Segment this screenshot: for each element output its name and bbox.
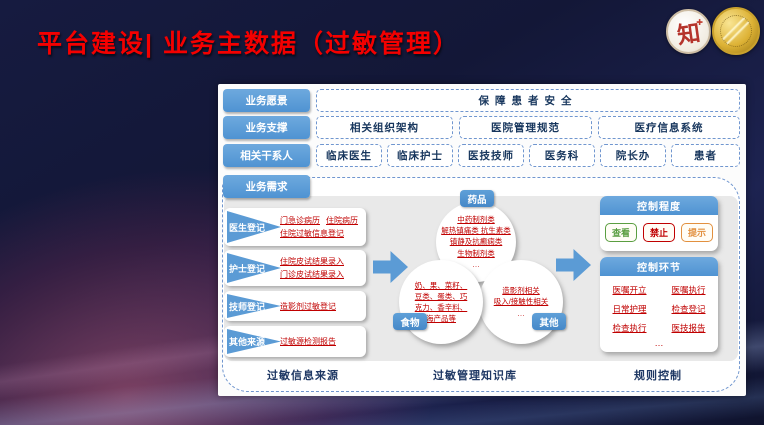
section-label-knowledge: 过敏管理知识库 — [433, 370, 517, 382]
knowledge-entry-more: … — [517, 308, 525, 318]
stakeholder-box-dean-office: 院长办 — [600, 144, 666, 167]
source-links: 造影剂过敏登记 — [280, 293, 364, 319]
control-degree-buttons: 查看 禁止 提示 — [600, 215, 718, 242]
source-item-technician: 技师登记 造影剂过敏登记 — [224, 291, 366, 321]
source-tag-doctor: 医生登记 — [227, 211, 281, 243]
source-link[interactable]: 门诊皮试结果录入 — [280, 270, 344, 279]
stakeholder-box-medical-affairs: 医务科 — [529, 144, 595, 167]
stage-link[interactable]: 医嘱执行 — [671, 285, 706, 295]
circle-tag-food: 食物 — [393, 313, 427, 330]
stage-link[interactable]: 检查执行 — [612, 323, 647, 333]
control-stage-box: 控制环节 医嘱开立 医嘱执行 日常护理 检查登记 检查执行 医技报告 … — [600, 257, 718, 352]
support-box-org: 相关组织架构 — [316, 116, 453, 139]
section-label-rules: 规则控制 — [634, 370, 682, 382]
control-degree-box: 控制程度 查看 禁止 提示 — [600, 196, 718, 251]
row-label-business-support: 业务支撑 — [223, 116, 310, 139]
hint-button[interactable]: 提示 — [681, 223, 714, 242]
source-link[interactable]: 过敏源检测报告 — [280, 337, 336, 346]
knowledge-circle-food: 奶、果、菜籽、 豆类、蛋类、巧 克力、香辛料、 海产品等 — [399, 260, 483, 344]
knowledge-entry[interactable]: 克力、香辛料、 — [414, 303, 468, 312]
knowledge-entry[interactable]: 镇静及抗癫痫类 — [449, 237, 503, 247]
circle-tag-other: 其他 — [532, 313, 566, 330]
gold-medal-logo — [712, 7, 760, 55]
knowledge-entry[interactable]: 造影剂相关 — [502, 286, 540, 296]
stakeholder-box-doctor: 临床医生 — [316, 144, 382, 167]
knowledge-entry[interactable]: 生物制剂类 — [457, 248, 495, 258]
knowledge-entry[interactable]: 奶、果、菜籽、 — [414, 280, 468, 290]
row-label-business-requirement: 业务需求 — [223, 175, 310, 198]
control-stage-links: 医嘱开立 医嘱执行 日常护理 检查登记 检查执行 医技报告 … — [600, 276, 718, 348]
source-item-doctor: 医生登记 门急诊病历 住院病历 住院过敏信息登记 — [224, 208, 366, 246]
knowledge-entry[interactable]: 吸入/接触性相关 — [493, 297, 549, 307]
source-item-nurse: 护士登记 住院皮试结果录入 门诊皮试结果录入 — [224, 250, 366, 286]
row-label-stakeholders: 相关干系人 — [223, 144, 310, 167]
forbid-button[interactable]: 禁止 — [642, 223, 675, 242]
source-links: 住院皮试结果录入 门诊皮试结果录入 — [280, 252, 364, 284]
stage-link[interactable]: 医技报告 — [671, 323, 706, 333]
source-links: 门急诊病历 住院病历 住院过敏信息登记 — [280, 210, 364, 244]
knowledge-entry-more: … — [472, 259, 480, 269]
stage-link[interactable]: 检查登记 — [671, 304, 706, 314]
stage-link[interactable]: 日常护理 — [612, 304, 647, 314]
hospital-seal-logo: 知 ✚ — [666, 9, 711, 54]
source-link[interactable]: 造影剂过敏登记 — [280, 301, 336, 311]
source-tag-technician: 技师登记 — [227, 294, 281, 318]
source-item-other: 其他来源 过敏源检测报告 — [224, 326, 366, 357]
knowledge-entry[interactable]: 中药制剂类 — [457, 214, 495, 224]
source-link[interactable]: 住院皮试结果录入 — [280, 257, 344, 266]
source-link[interactable]: 门急诊病历 — [280, 216, 320, 225]
source-links: 过敏源检测报告 — [280, 328, 364, 355]
content-panel: 业务愿景 保障患者安全 业务支撑 相关组织架构 医院管理规范 医疗信息系统 相关… — [218, 84, 746, 396]
control-stage-header: 控制环节 — [600, 257, 718, 276]
section-label-sources: 过敏信息来源 — [267, 370, 339, 382]
source-tag-other: 其他来源 — [227, 329, 281, 354]
stakeholder-box-nurse: 临床护士 — [387, 144, 453, 167]
control-degree-header: 控制程度 — [600, 196, 718, 215]
stage-link[interactable]: 医嘱开立 — [612, 285, 647, 295]
source-tag-nurse: 护士登记 — [227, 253, 281, 283]
view-button[interactable]: 查看 — [604, 223, 637, 242]
row-label-business-vision: 业务愿景 — [223, 89, 310, 112]
stage-more-indicator: … — [654, 338, 664, 348]
stakeholder-box-patient: 患者 — [671, 144, 740, 167]
knowledge-entry[interactable]: 豆类、蛋类、巧 — [414, 291, 468, 301]
support-box-regulation: 医院管理规范 — [459, 116, 592, 139]
source-link[interactable]: 住院过敏信息登记 — [280, 229, 344, 238]
support-box-his: 医疗信息系统 — [598, 116, 740, 139]
source-link[interactable]: 住院病历 — [326, 216, 358, 225]
circle-tag-drug: 药品 — [460, 190, 494, 207]
stakeholder-box-technician: 医技技师 — [458, 144, 524, 167]
knowledge-entry[interactable]: 解热镇痛类 抗生素类 — [441, 226, 511, 236]
slide-title: 平台建设| 业务主数据（过敏管理） — [37, 30, 460, 58]
vision-box: 保障患者安全 — [316, 89, 740, 112]
knowledge-entry[interactable]: 海产品等 — [426, 314, 456, 324]
knowledge-circle-other: 造影剂相关 吸入/接触性相关 … — [479, 260, 563, 344]
red-cross-icon: ✚ — [696, 18, 703, 27]
medal-stripes-icon — [720, 15, 752, 47]
